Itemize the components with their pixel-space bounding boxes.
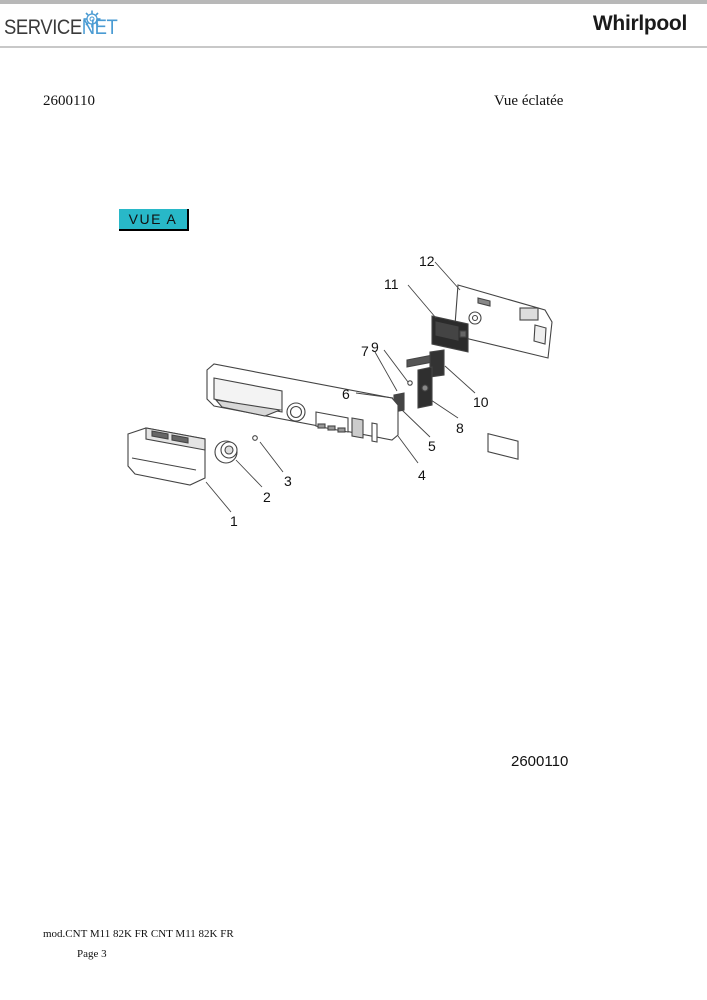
page-number: Page 3 (77, 948, 107, 960)
view-label: VUE A (119, 209, 189, 231)
document-number-bottom: 2600110 (511, 753, 569, 770)
leader-line-2 (235, 459, 263, 488)
leader-line-8 (430, 399, 459, 419)
whirlpool-logo: Whirlpool (592, 12, 687, 35)
model-reference: mod.CNT M11 82K FR CNT M11 82K FR (43, 928, 234, 940)
callout-12: 12 (419, 253, 435, 269)
leader-line-11 (407, 284, 437, 319)
callout-5: 5 (428, 438, 436, 454)
callout-8: 8 (456, 420, 464, 436)
callout-3: 3 (284, 473, 292, 489)
logo-text-net: NET (81, 16, 118, 39)
exploded-view-diagram: 12 11 7 9 6 10 8 5 4 3 2 1 (127, 253, 553, 529)
leader-line-3 (259, 441, 284, 473)
callout-2: 2 (263, 489, 271, 505)
servicenet-logo: SERVICENET (4, 16, 118, 40)
part-control-panel (206, 363, 399, 443)
callout-10: 10 (473, 394, 489, 410)
leader-line-9 (383, 349, 409, 383)
leader-line-5 (401, 409, 431, 438)
callout-11: 11 (384, 276, 399, 292)
leader-line-4 (397, 435, 419, 464)
leader-line-6 (355, 392, 394, 399)
part-display-module (431, 315, 469, 353)
part-keypad (417, 366, 433, 409)
document-number: 2600110 (43, 93, 95, 109)
callout-9: 9 (371, 339, 379, 355)
part-led-lens (252, 435, 258, 441)
leader-line-7 (374, 351, 398, 392)
callout-7: 7 (361, 343, 369, 359)
callout-1: 1 (230, 513, 238, 529)
callout-4: 4 (418, 467, 426, 483)
leader-line-10 (444, 365, 476, 394)
header-divider (0, 46, 707, 48)
view-title: Vue éclatée (494, 93, 564, 109)
leader-line-1 (205, 481, 232, 513)
leader-line-12 (434, 261, 461, 291)
logo-text-service: SERVICE (4, 16, 82, 39)
gear-icon (83, 10, 101, 28)
callout-6: 6 (342, 386, 350, 402)
part-main-board (454, 284, 553, 460)
top-border (0, 0, 707, 4)
part-program-knob (214, 440, 238, 464)
part-detergent-drawer (127, 427, 206, 486)
